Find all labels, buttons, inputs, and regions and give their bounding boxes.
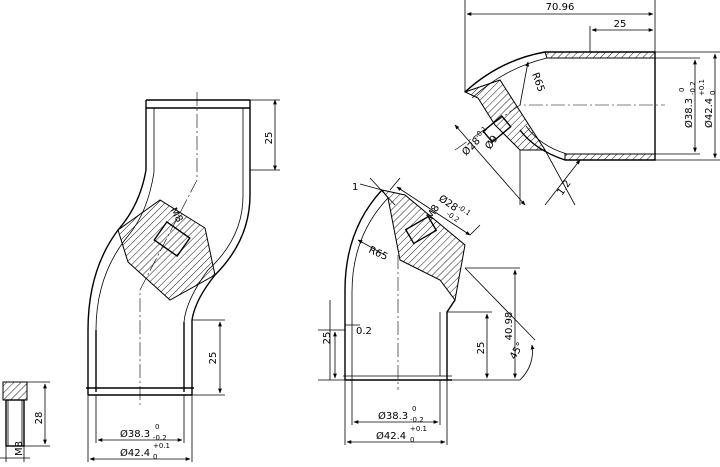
s-dia-outer: Ø42.4 <box>120 447 150 459</box>
rot-dia-outer: Ø42.4 <box>703 98 715 128</box>
bolt-28-label: 28 <box>34 412 45 425</box>
elbow-45-view: 1 Ø28-0.1 -0.2 M8 R65 25 0.2 25 40.98 45… <box>318 177 536 445</box>
elbow-dia-outer-tol-top: +0.1 <box>410 425 427 433</box>
elbow-dia-outer: Ø42.4 <box>376 430 406 442</box>
s-m8-thread <box>153 220 191 258</box>
rot-dia-inner: Ø38.3 <box>683 98 695 128</box>
elbow-dia-inner-tol-bottom: -0.2 <box>410 416 424 424</box>
dim-25-bottom-label: 25 <box>208 352 219 365</box>
elbow-45-label: 45° <box>508 341 526 362</box>
bolt-shank <box>5 399 25 447</box>
elbow-dia-inner-tol-top: 0 <box>412 405 416 413</box>
elbow-outer-wall <box>344 189 383 380</box>
elbow-02-label: 0.2 <box>356 326 372 337</box>
elbow-25-small: 25 <box>322 332 333 345</box>
elbow-r65-label: R65 <box>367 245 389 263</box>
elbow-inner-wall <box>345 299 456 381</box>
elbow-25-right: 25 <box>476 342 487 355</box>
rot-dia-outer-tol-top: +0.1 <box>698 79 706 96</box>
s-dia-inner-tol-bottom: -0.2 <box>153 434 167 442</box>
s-dia-inner-tol-top: 0 <box>155 423 159 431</box>
elbow-dia-inner: Ø38.3 <box>378 410 408 422</box>
elbow-dia28-tol: -0.2 <box>445 210 461 224</box>
rot-dia-inner-tol-bottom: -0.2 <box>689 81 697 95</box>
s-top-tube-outline <box>145 99 251 195</box>
s-dia-inner: Ø38.3 <box>120 428 150 440</box>
rot-dia9-label: Ø9 <box>483 133 501 152</box>
s-dia-outer-tol-top: +0.1 <box>153 442 170 450</box>
bolt-knurled-head <box>2 381 28 401</box>
s-connector-view: 25 25 M8 Ø38.3 0 -0.2 Ø42.4 +0.1 0 <box>86 92 280 462</box>
rot-25-label: 25 <box>614 19 627 30</box>
elbow-1-label: 1 <box>352 182 358 193</box>
rot-7096-label: 70.96 <box>546 2 575 13</box>
bolt-m8-label: M8 <box>14 441 25 456</box>
rot-12-label: 1.2 <box>555 178 573 197</box>
elbow-4098-label: 40.98 <box>504 312 515 341</box>
s-dia-outer-tol-bottom: 0 <box>153 453 157 461</box>
elbow-dia-outer-tol-bottom: 0 <box>410 436 414 444</box>
s-hatched-section <box>117 199 216 301</box>
rot-dia-inner-tol-top: 0 <box>678 88 686 92</box>
dim-25-top-label: 25 <box>264 132 275 145</box>
m8-bolt-view: 28 M8 <box>0 381 50 462</box>
s-upper-bend <box>117 169 251 276</box>
rot-r65-label: R65 <box>529 71 546 93</box>
rot-dia-outer-tol-bottom: 0 <box>709 91 717 95</box>
s-lower-bend <box>87 229 216 331</box>
rotated-elbow-view: 70.96 25 R65 Ø9 Ø28-0.1 1.2 Ø38.3 0 -0.2… <box>454 0 720 206</box>
